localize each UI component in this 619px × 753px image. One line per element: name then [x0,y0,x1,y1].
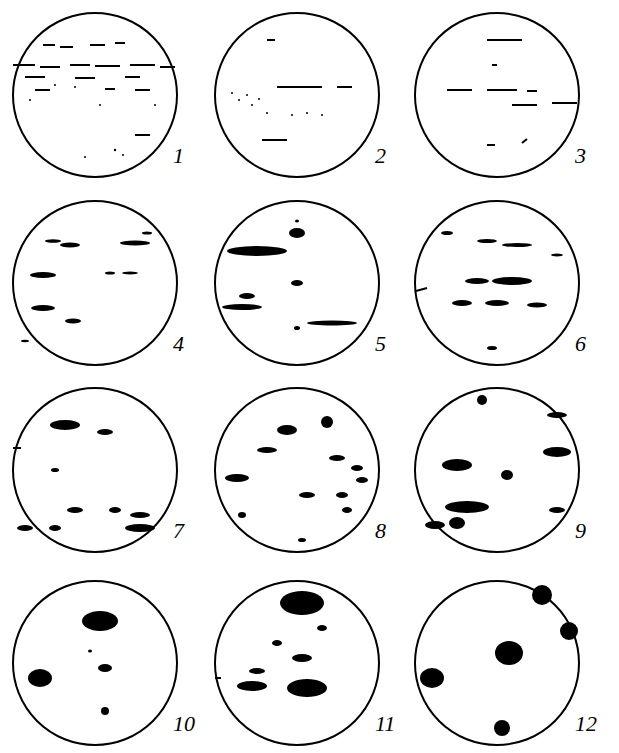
figure-number: 7 [173,520,184,542]
figure-number: 4 [173,333,184,355]
figure-number: 11 [375,713,395,735]
figure-number: 9 [575,520,586,542]
figure-number: 12 [575,713,597,735]
figure-number: 3 [575,145,586,167]
figure-number: 6 [575,333,586,355]
figure-number: 8 [375,520,386,542]
figure-number: 2 [375,145,386,167]
figure-number: 5 [375,333,386,355]
figure-number: 1 [173,145,184,167]
figure-number: 10 [173,713,195,735]
